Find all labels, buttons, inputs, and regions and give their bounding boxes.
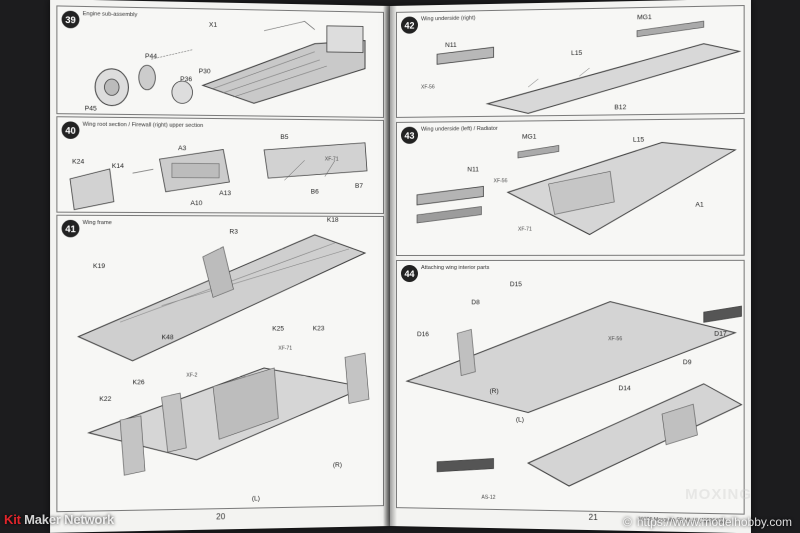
step-44-panel: 44 Attaching wing interior parts D15 D8 … <box>395 259 745 515</box>
part-label: A3 <box>178 145 187 153</box>
part-label: (L) <box>515 416 525 424</box>
paint-code-label: XF-56 <box>608 336 623 343</box>
part-label: K18 <box>326 216 339 224</box>
part-label: MG1 <box>637 13 652 22</box>
part-label: D15 <box>509 281 522 289</box>
part-label: A13 <box>219 190 232 198</box>
part-label: K14 <box>111 162 124 171</box>
part-label: A10 <box>190 199 203 208</box>
part-label: L15 <box>571 49 583 58</box>
paint-code-label: XF-71 <box>517 226 532 233</box>
watermark-rest: Maker Network <box>20 512 115 527</box>
part-label: B12 <box>614 104 627 112</box>
part-label: (L) <box>251 495 260 503</box>
paint-code-label: XF-2 <box>186 372 198 379</box>
wing-underside-left-diagram <box>397 119 744 255</box>
part-label: D9 <box>682 359 692 367</box>
url-watermark: © https://www.modelhobby.com <box>623 515 792 529</box>
paint-code-label: AS-12 <box>481 494 496 501</box>
part-label: R3 <box>229 228 238 236</box>
faint-site-logo: MOXING <box>685 486 752 503</box>
part-label: K23 <box>312 325 325 333</box>
part-label: D17 <box>714 330 727 338</box>
instruction-page-right: 42 Wing underside (right) N11 MG1 L15 B1… <box>383 0 751 533</box>
engine-diagram <box>57 6 383 116</box>
part-label: MG1 <box>522 133 537 141</box>
step-39-panel: 39 Engine sub-assembly P44 P45 P36 P30 X… <box>56 5 385 118</box>
part-label: K22 <box>99 395 112 404</box>
step-42-panel: 42 Wing underside (right) N11 MG1 L15 B1… <box>395 5 745 118</box>
part-label: X1 <box>208 21 218 29</box>
part-label: L15 <box>632 136 645 144</box>
part-label: P36 <box>180 75 193 84</box>
part-label: (R) <box>489 387 499 396</box>
part-label: K48 <box>161 334 174 342</box>
page-gutter-shadow <box>383 5 397 527</box>
part-label: K25 <box>272 325 284 333</box>
part-label: K26 <box>132 379 145 387</box>
wing-root-diagram <box>57 117 383 213</box>
part-label: D8 <box>471 299 480 307</box>
part-label: B6 <box>310 188 319 196</box>
part-label: D16 <box>416 331 429 339</box>
part-label: K19 <box>93 262 106 271</box>
step-43-panel: 43 Wing underside (left) / Radiator MG1 … <box>395 118 745 256</box>
paint-code-label: XF-56 <box>420 84 435 91</box>
step-41-panel: 41 Wing frame K18 K19 R3 K48 K25 K23 K22… <box>56 214 385 513</box>
paint-code-label: XF-71 <box>324 156 339 163</box>
wing-interior-diagram <box>397 261 744 514</box>
part-label: P44 <box>145 53 157 61</box>
watermark-url: https://www.modelhobby.com <box>636 515 792 529</box>
part-label: P30 <box>198 68 211 76</box>
part-label: P45 <box>84 105 97 113</box>
part-label: A1 <box>695 201 704 209</box>
part-label: B5 <box>280 133 289 142</box>
kitmaker-watermark: Kit Maker Network <box>4 512 114 527</box>
page-number: 20 <box>216 512 226 522</box>
wing-frame-diagram <box>57 216 383 511</box>
part-label: (R) <box>332 461 342 469</box>
part-label: K24 <box>72 158 85 166</box>
part-label: B7 <box>354 182 363 190</box>
page-number: 21 <box>588 512 598 523</box>
wing-underside-diagram <box>397 6 744 117</box>
part-label: D14 <box>618 385 631 393</box>
paint-code-label: XF-56 <box>493 178 508 185</box>
instruction-page-left: 39 Engine sub-assembly P44 P45 P36 P30 X… <box>50 0 390 533</box>
watermark-kit-word: Kit <box>4 512 21 527</box>
part-label: N11 <box>445 41 457 50</box>
step-40-panel: 40 Wing root section / Firewall (right) … <box>56 116 384 214</box>
paint-code-label: XF-71 <box>278 345 293 352</box>
part-label: N11 <box>467 166 479 174</box>
copyright-icon: © <box>622 515 632 529</box>
